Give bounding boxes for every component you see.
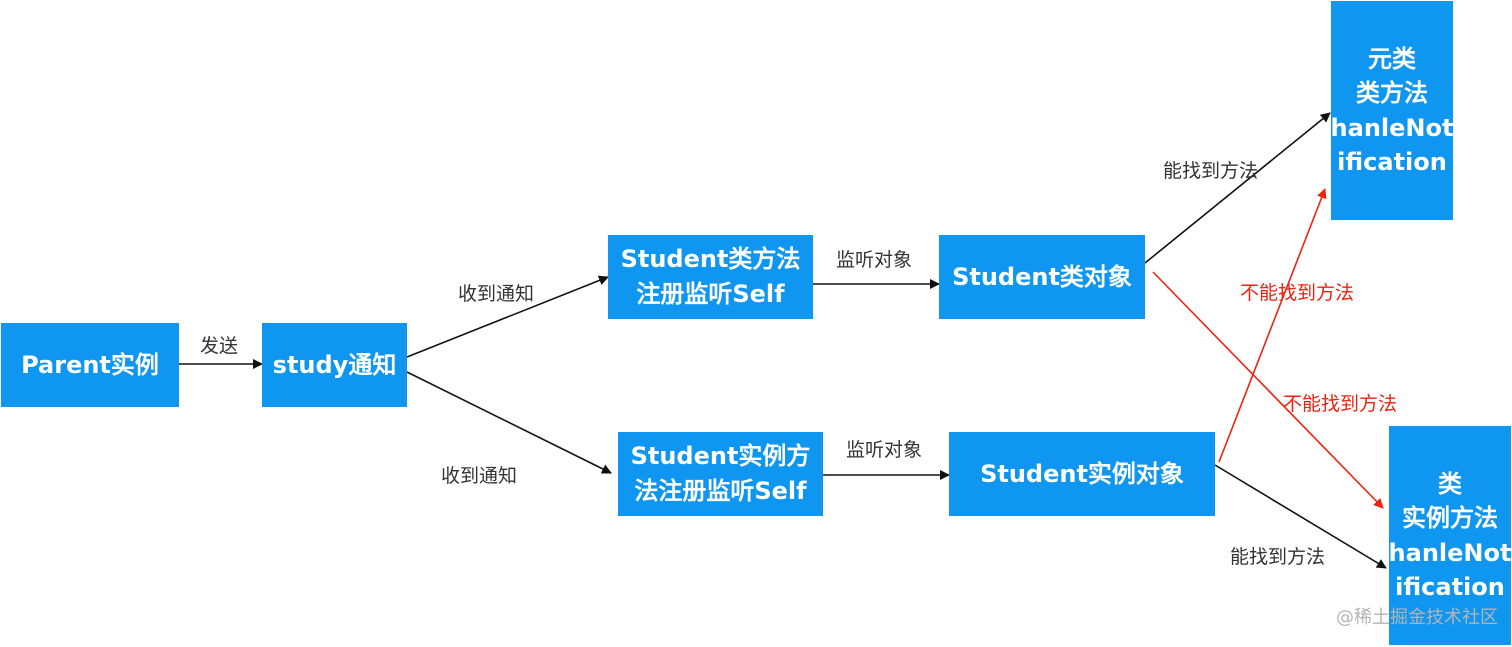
node-line: 注册监听Self <box>636 280 785 308</box>
node-meta-class: 元类 类方法 hanleNot ification <box>1331 1 1453 220</box>
node-class-instance-method: 类 实例方法 hanleNot ification <box>1389 426 1511 645</box>
edge-found-top <box>1144 112 1331 264</box>
label-listen-top: 监听对象 <box>836 249 913 271</box>
node-student-instance-object: Student实例对象 <box>949 432 1215 516</box>
label-not-found-1: 不能找到方法 <box>1240 282 1355 304</box>
node-student-class-object: Student类对象 <box>939 235 1145 319</box>
label-found-top: 能找到方法 <box>1163 160 1259 182</box>
label-found-bottom: 能找到方法 <box>1230 546 1326 568</box>
edge-not-found-2 <box>1152 271 1384 509</box>
node-parent-instance: Parent实例 <box>1 323 179 407</box>
node-line: 实例方法 <box>1402 504 1498 533</box>
node-line: 法注册监听Self <box>634 477 807 505</box>
node-student-class-method: Student类方法 注册监听Self <box>608 235 813 319</box>
node-study-notification: study通知 <box>262 323 407 407</box>
label-not-found-2: 不能找到方法 <box>1283 393 1398 415</box>
label-receive-top: 收到通知 <box>458 283 535 305</box>
node-parent-instance-text: Parent实例 <box>21 350 159 379</box>
edge-found-bottom <box>1214 464 1387 569</box>
edge-receive-top <box>406 275 609 358</box>
label-receive-bottom: 收到通知 <box>441 465 518 487</box>
node-student-class-object-text: Student类对象 <box>952 262 1132 291</box>
node-line: 类 <box>1438 470 1462 499</box>
node-line: hanleNot <box>1388 538 1512 567</box>
edge-receive-bottom <box>406 371 612 474</box>
node-line: Student类方法 <box>620 245 801 274</box>
node-student-instance-method: Student实例方 法注册监听Self <box>618 432 823 516</box>
node-line: ification <box>1395 572 1505 601</box>
label-send: 发送 <box>200 335 239 357</box>
edge-not-found-1 <box>1218 188 1327 463</box>
node-line: hanleNot <box>1330 113 1454 142</box>
node-line: 元类 <box>1368 45 1416 74</box>
node-study-notification-text: study通知 <box>272 350 397 379</box>
label-listen-bottom: 监听对象 <box>846 439 923 461</box>
node-student-instance-object-text: Student实例对象 <box>980 459 1184 488</box>
watermark-text: @稀土掘金技术社区 <box>1336 607 1498 628</box>
node-line: Student实例方 <box>630 442 811 471</box>
node-line: ification <box>1337 147 1447 176</box>
node-line: 类方法 <box>1356 79 1428 108</box>
